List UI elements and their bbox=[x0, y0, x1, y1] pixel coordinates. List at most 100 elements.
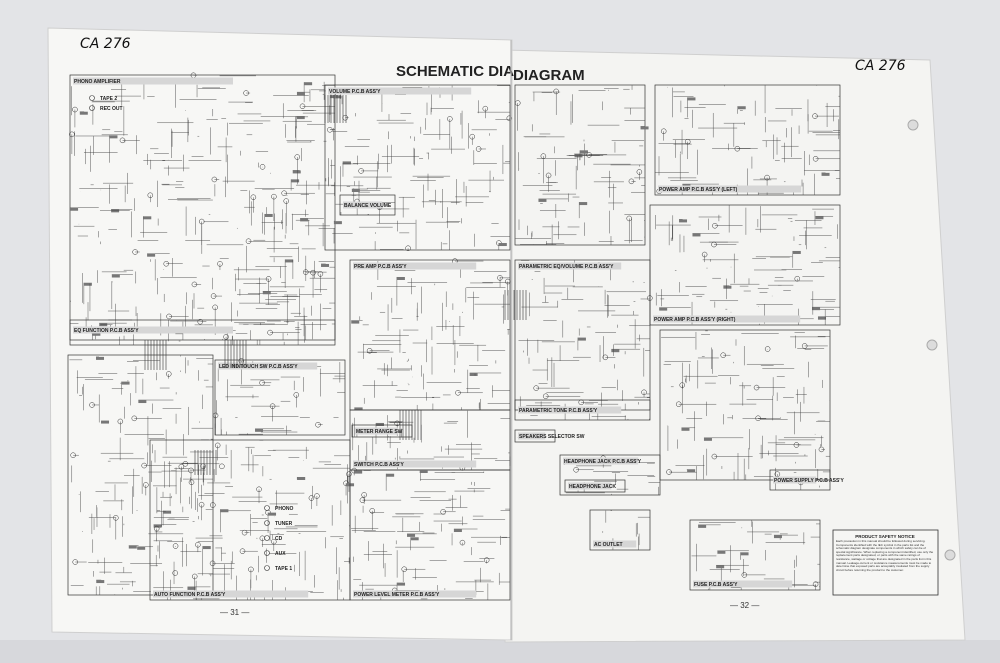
transistor-symbol bbox=[401, 566, 407, 572]
component-label bbox=[815, 216, 824, 220]
component-label bbox=[410, 537, 419, 541]
component-label bbox=[740, 552, 749, 556]
transistor-symbol bbox=[172, 543, 179, 549]
component-label bbox=[773, 535, 782, 539]
component-label bbox=[121, 381, 130, 385]
transistor-symbol bbox=[191, 573, 198, 580]
volume-label: VOLUME P.C.B ASS'Y bbox=[329, 89, 381, 95]
transistor-symbol bbox=[636, 169, 643, 175]
component-label bbox=[292, 170, 301, 174]
component-label bbox=[687, 97, 696, 101]
transistor-symbol bbox=[314, 493, 320, 499]
transistor-symbol bbox=[812, 113, 818, 119]
switch-block: SWITCH P.C.B ASS'Y bbox=[349, 409, 511, 471]
power_level_meter-block: POWER LEVEL METER P.C.B ASS'Y bbox=[349, 467, 511, 601]
transistor-symbol bbox=[195, 541, 201, 548]
transistor-symbol bbox=[361, 492, 367, 498]
component-label bbox=[83, 282, 92, 286]
transistor-symbol bbox=[684, 138, 691, 145]
component-label bbox=[681, 427, 690, 431]
component-label bbox=[264, 213, 273, 217]
component-label bbox=[163, 510, 172, 514]
speakers-selector-label: SPEAKERS SELECTOR SW bbox=[519, 434, 585, 440]
transistor-symbol bbox=[315, 421, 321, 428]
transistor-symbol bbox=[147, 192, 154, 199]
transistor-symbol bbox=[166, 313, 172, 320]
ac-outlet-label: AC OUTLET bbox=[594, 542, 623, 548]
transistor-symbol bbox=[178, 463, 185, 470]
parametric-tone-label: PARAMETRIC TONE P.C.B ASS'Y bbox=[519, 408, 598, 414]
component-label bbox=[304, 82, 313, 86]
transistor-symbol bbox=[812, 156, 819, 162]
pre_amp-block: PRE AMP P.C.B ASS'Y bbox=[349, 258, 511, 411]
transistor-symbol bbox=[504, 278, 511, 285]
page-number-right: — 32 — bbox=[730, 601, 759, 610]
component-label bbox=[717, 550, 726, 554]
component-label bbox=[79, 111, 88, 115]
transistor-symbol bbox=[755, 415, 761, 422]
component-label bbox=[453, 529, 462, 533]
transistor-symbol bbox=[117, 418, 124, 425]
component-label bbox=[300, 218, 309, 222]
transistor-symbol bbox=[660, 128, 667, 134]
auto_function-block: AUTO FUNCTION P.C.B ASS'Y bbox=[149, 439, 355, 601]
transistor-symbol bbox=[153, 525, 160, 532]
transistor-symbol bbox=[281, 190, 287, 196]
binder-hole bbox=[907, 119, 919, 131]
transistor-symbol bbox=[191, 281, 198, 288]
transistor-symbol bbox=[210, 293, 217, 299]
transistor-symbol bbox=[69, 131, 75, 138]
speakers_selector-block: SPEAKERS SELECTOR SW bbox=[514, 429, 585, 443]
transistor-symbol bbox=[214, 442, 221, 449]
transistor-symbol bbox=[132, 249, 138, 255]
power-level-meter-label: POWER LEVEL METER P.C.B ASS'Y bbox=[354, 592, 440, 598]
component-label bbox=[351, 189, 360, 193]
transistor-symbol bbox=[131, 415, 138, 422]
transistor-symbol bbox=[359, 497, 366, 503]
circuit-block bbox=[514, 84, 649, 246]
transistor-symbol bbox=[482, 105, 489, 112]
transistor-symbol bbox=[209, 560, 216, 567]
jack-icon bbox=[89, 95, 95, 101]
transistor-symbol bbox=[455, 390, 461, 396]
page-number-left: — 31 — bbox=[220, 608, 249, 617]
transistor-symbol bbox=[447, 116, 453, 122]
transistor-symbol bbox=[267, 329, 273, 336]
component-label bbox=[285, 259, 294, 263]
transistor-symbol bbox=[711, 241, 717, 248]
transistor-symbol bbox=[794, 275, 801, 282]
component-label bbox=[187, 586, 196, 590]
component-label bbox=[792, 250, 801, 254]
component-label bbox=[70, 207, 79, 211]
transistor-symbol bbox=[573, 467, 579, 473]
jack-icon bbox=[264, 565, 270, 571]
transistor-symbol bbox=[628, 178, 635, 185]
component-label bbox=[354, 407, 363, 411]
transistor-symbol bbox=[469, 133, 475, 140]
transistor-symbol bbox=[734, 145, 741, 152]
transistor-symbol bbox=[358, 168, 364, 174]
led-touch-label: LED IND/TOUCH SW P.C.B ASS'Y bbox=[219, 364, 298, 370]
component-label bbox=[679, 219, 688, 223]
component-label bbox=[262, 291, 271, 295]
transistor-symbol bbox=[271, 193, 277, 200]
transistor-symbol bbox=[586, 152, 592, 158]
component-label bbox=[407, 533, 416, 537]
component-label bbox=[109, 135, 118, 139]
transistor-symbol bbox=[741, 572, 748, 578]
transistor-symbol bbox=[212, 412, 219, 419]
component-label bbox=[143, 216, 152, 220]
handwritten-note-right: CA 276 bbox=[855, 58, 906, 74]
component-label bbox=[703, 437, 712, 441]
component-label bbox=[321, 263, 330, 267]
fuse-block: FUSE P.C.B ASS'Y bbox=[689, 519, 821, 591]
component-label bbox=[376, 422, 385, 426]
table-edge bbox=[0, 640, 1000, 663]
safety-notice-heading: PRODUCT SAFETY NOTICE bbox=[855, 534, 914, 539]
transistor-symbol bbox=[666, 469, 672, 475]
page-31: CA 276 — 31 — SCHEMATIC DIA PHONO AMPLIF… bbox=[47, 27, 527, 641]
transistor-symbol bbox=[259, 535, 266, 542]
component-label bbox=[640, 126, 649, 130]
safety-notice-body: Each precaution in this manual should be… bbox=[836, 540, 934, 572]
component-label bbox=[821, 172, 830, 176]
